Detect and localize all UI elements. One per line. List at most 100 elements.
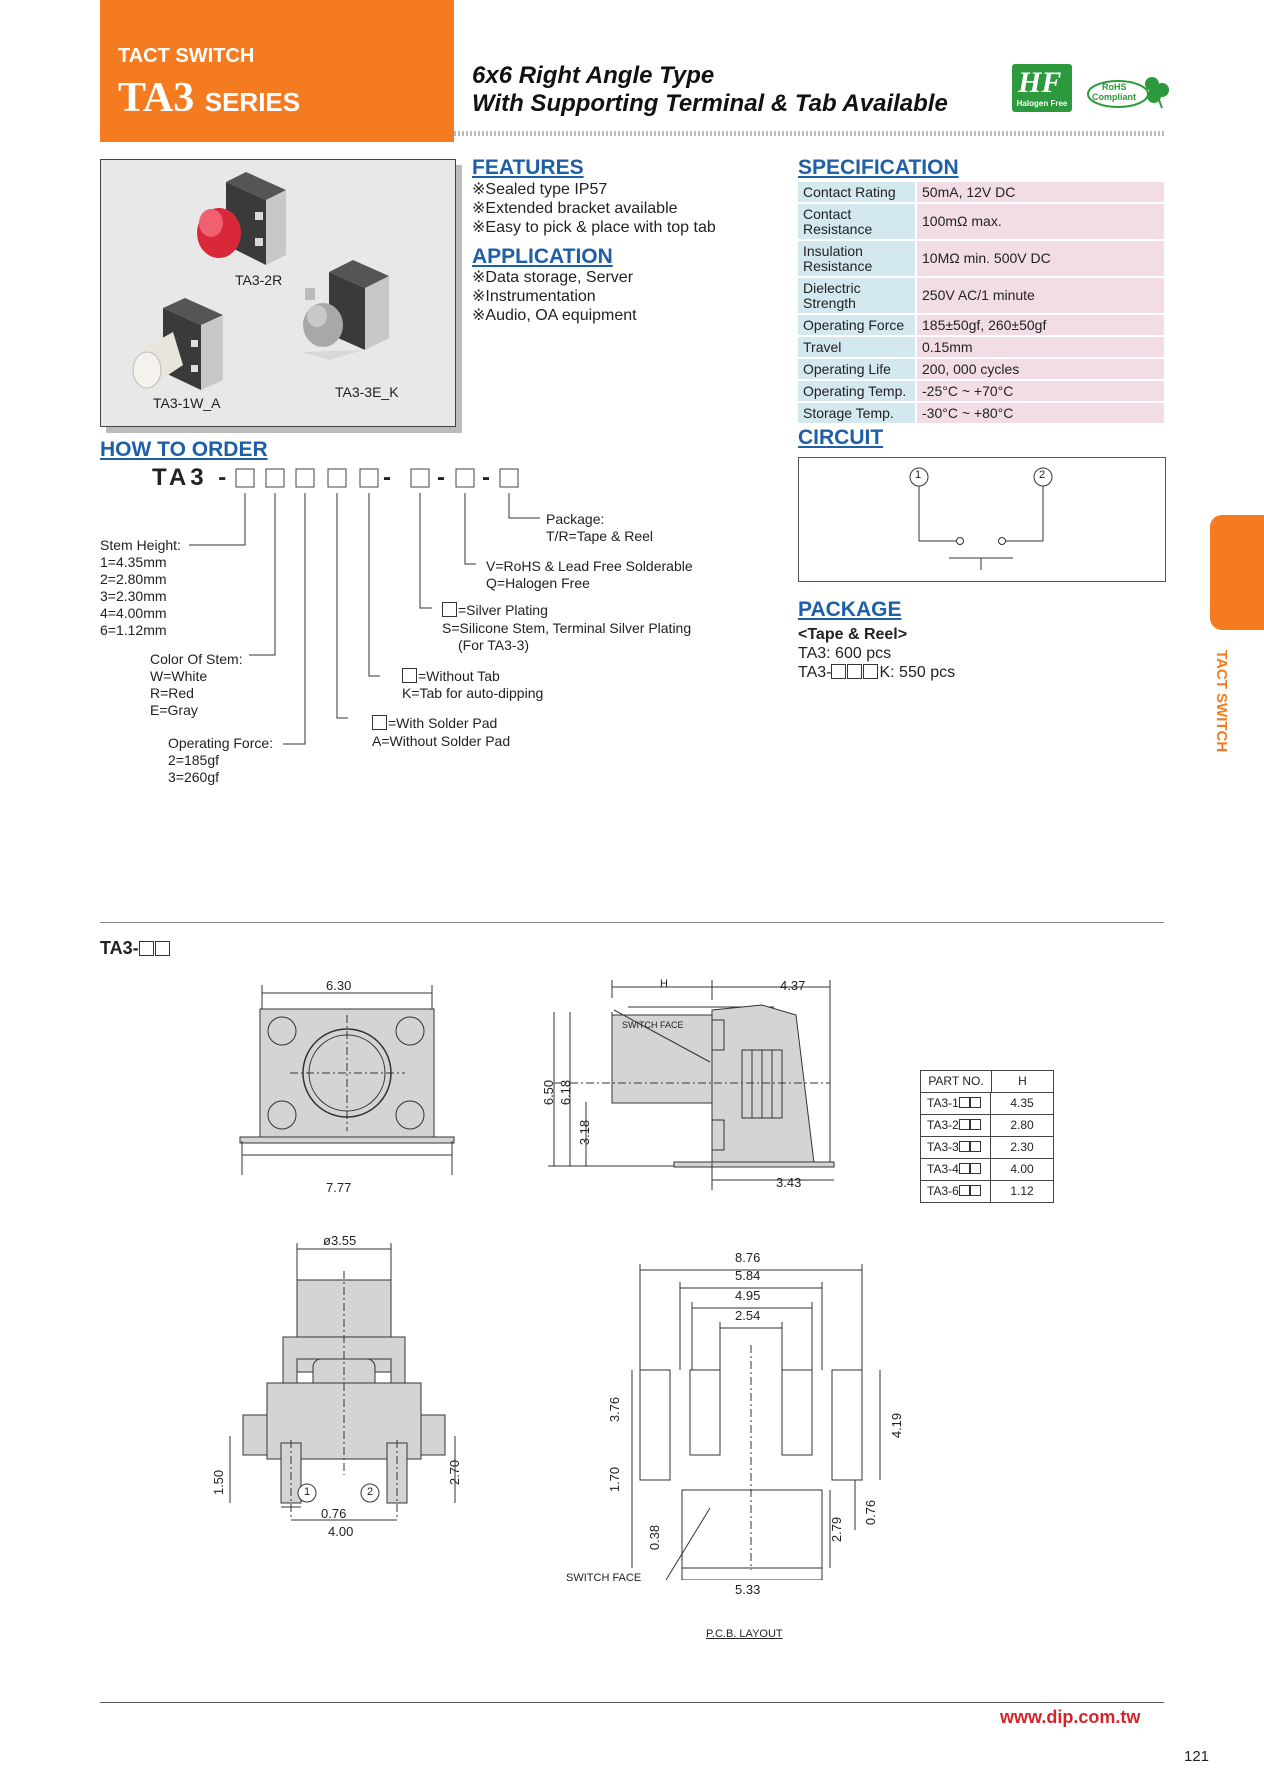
subtitle-line1: 6x6 Right Angle Type (472, 62, 715, 89)
front-pin-2: 2 (367, 1486, 374, 1498)
switch-face-label: SWITCH FACE (622, 1020, 684, 1030)
part-table-header: PART NO. H (921, 1071, 1053, 1093)
dim-bottom-width: 7.77 (326, 1180, 352, 1195)
dim-front-150: 1.50 (211, 1469, 227, 1496)
dim-pcb-584: 5.84 (735, 1268, 761, 1283)
halogen-free-logo: HF Halogen Free (1012, 64, 1072, 112)
header-banner (100, 0, 454, 142)
footer-rule (100, 1702, 1164, 1703)
photo-label-ta3-3e-k: TA3-3E_K (335, 384, 399, 400)
rohs-v: V=RoHS & Lead Free Solderable (486, 558, 693, 574)
plating-2: S=Silicone Stem, Terminal Silver Plating (442, 620, 692, 636)
photo-label-ta3-2r: TA3-2R (235, 272, 283, 288)
package-line2: TA3-K: 550 pcs (798, 664, 956, 681)
photo-label-ta3-1w-a: TA3-1W_A (153, 395, 221, 411)
dim-pcb-076: 0.76 (863, 1499, 879, 1526)
feature-item: ※Extended bracket available (472, 200, 678, 217)
dim-side-618: 6.18 (558, 1079, 574, 1106)
header-rule (454, 131, 1164, 136)
ta3-1w-a-image (132, 298, 223, 390)
dim-front-270: 2.70 (447, 1459, 463, 1486)
dim-pcb-376: 3.76 (607, 1396, 623, 1423)
dim-side-343: 3.43 (776, 1175, 802, 1190)
order-code-prefix: TA3 - (152, 464, 231, 491)
part-table-row: TA3-3 2.30 (921, 1137, 1053, 1159)
product-photo: TA3-2R TA3-1W_A TA3-3E_K (100, 159, 456, 427)
circuit-diagram: 1 2 (798, 457, 1166, 582)
pcb-layout-drawing (631, 1264, 881, 1580)
circuit-pin-1: 1 (915, 469, 922, 481)
features-list: ※Sealed type IP57 ※Extended bracket avai… (472, 180, 716, 237)
order-dash: - (383, 464, 391, 491)
dim-side-h: H (660, 978, 668, 990)
application-item: ※Data storage, Server (472, 269, 634, 286)
page-number: 121 (1184, 1748, 1210, 1765)
how-to-order-title: HOW TO ORDER (100, 438, 268, 461)
package-subtitle: <Tape & Reel> (798, 626, 908, 643)
subtitle-line2: With Supporting Terminal & Tab Available (472, 90, 948, 117)
part-table-row: TA3-1 4.35 (921, 1093, 1053, 1115)
dim-pcb-038: 0.38 (647, 1524, 663, 1551)
ta3-2r-image (197, 172, 286, 265)
category-label: TACT SWITCH (118, 45, 255, 67)
rohs-q: Q=Halogen Free (486, 575, 590, 591)
application-title: APPLICATION (472, 245, 613, 268)
order-code-diagram (189, 468, 540, 745)
plating-1: =Silver Plating (442, 602, 548, 619)
side-tab (1210, 515, 1264, 630)
spec-row: Storage Temp.-30°C ~ +80°C (798, 402, 1164, 425)
front-view-drawing (229, 1243, 456, 1521)
section-rule (100, 922, 1164, 923)
specification-title: SPECIFICATION (798, 156, 959, 179)
application-list: ※Data storage, Server ※Instrumentation ※… (472, 268, 637, 325)
dim-side-318: 3.18 (577, 1119, 593, 1146)
front-pin-1: 1 (304, 1486, 311, 1498)
dim-pcb-533: 5.33 (735, 1582, 761, 1597)
top-view-drawing (239, 985, 455, 1175)
package-line1: TA3: 600 pcs (798, 645, 892, 662)
tab-2: K=Tab for auto-dipping (402, 685, 544, 701)
spec-row: Operating Temp.-25°C ~ +70°C (798, 380, 1164, 403)
order-dash: - (437, 464, 445, 491)
color-list: W=White R=Red E=Gray (150, 668, 208, 718)
dim-front-400: 4.00 (328, 1524, 354, 1539)
dim-pcb-254: 2.54 (735, 1308, 761, 1323)
pcb-layout-label: P.C.B. LAYOUT (706, 1628, 783, 1640)
dim-pcb-279: 2.79 (829, 1516, 845, 1543)
feature-item: ※Sealed type IP57 (472, 181, 608, 198)
series-word: SERIES (204, 87, 301, 117)
stem-height-list: 1=4.35mm 2=2.80mm 3=2.30mm 4=4.00mm 6=1.… (100, 554, 167, 638)
dim-pcb-495: 4.95 (735, 1288, 761, 1303)
footer-url[interactable]: www.dip.com.tw (1000, 1707, 1141, 1727)
series-code: TA3 (118, 75, 195, 121)
pad-1: =With Solder Pad (372, 715, 497, 732)
side-view-drawing (544, 980, 835, 1190)
tab-1: =Without Tab (402, 668, 500, 685)
part-table-row: TA3-6 1.12 (921, 1181, 1053, 1202)
package-label: Package: (546, 511, 605, 527)
ta3-3e-k-image (301, 260, 391, 360)
feature-item: ※Easy to pick & place with top tab (472, 219, 716, 236)
circuit-title: CIRCUIT (798, 426, 884, 449)
order-dash: - (482, 464, 490, 491)
dim-front-076: 0.76 (321, 1506, 347, 1521)
package-title: PACKAGE (798, 598, 902, 621)
dim-side-650: 6.50 (541, 1079, 557, 1106)
stem-height-label: Stem Height: (100, 537, 181, 553)
series-title: TA3 SERIES (118, 74, 300, 122)
rohs-logo: RoHS Compliant (1080, 70, 1170, 112)
pad-2: A=Without Solder Pad (372, 733, 511, 749)
dim-front-phi: ø3.55 (323, 1233, 357, 1248)
dim-pcb-876: 8.76 (735, 1250, 761, 1265)
features-title: FEATURES (472, 156, 584, 179)
dim-pcb-419: 4.19 (889, 1412, 905, 1439)
package-value: T/R=Tape & Reel (546, 528, 653, 544)
color-label: Color Of Stem: (150, 651, 243, 667)
